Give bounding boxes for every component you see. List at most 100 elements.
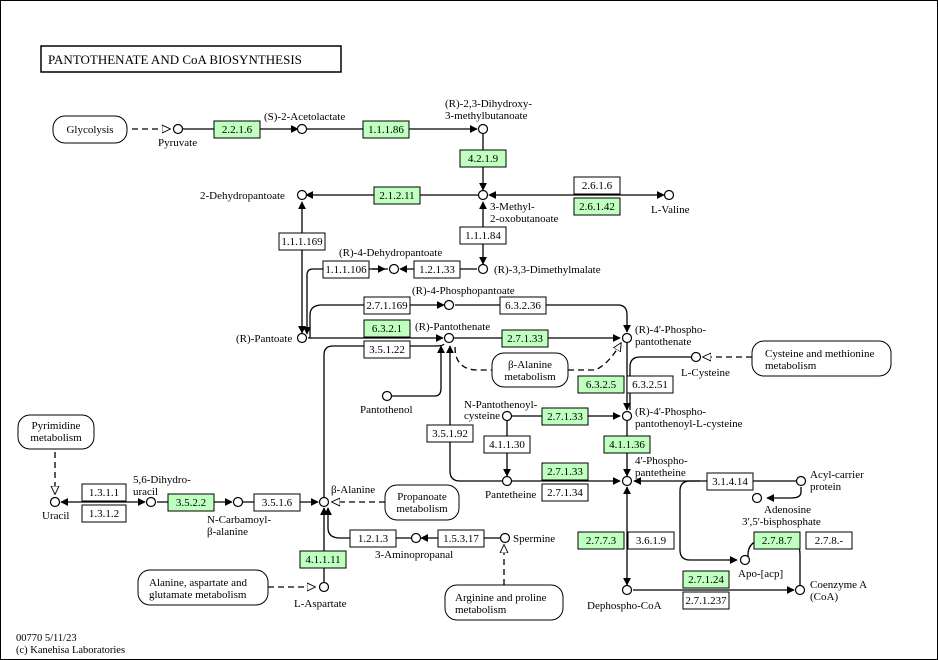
enzyme-3-6-1-9[interactable]: 3.6.1.9 [627, 531, 675, 550]
compound-pantoate[interactable]: (R)-Pantoate [236, 333, 292, 345]
compound-dehydropantoate[interactable]: 2-Dehydropantoate [200, 190, 285, 202]
svg-text:3.5.1.22: 3.5.1.22 [369, 344, 405, 356]
svg-text:glutamate metabolism: glutamate metabolism [149, 589, 247, 601]
enzyme-1-2-1-33[interactable]: 1.2.1.33 [413, 260, 461, 279]
compound-r4-phosphopantoate[interactable]: (R)-4-Phosphopantoate [412, 285, 515, 297]
compound-dimethylmalate[interactable]: (R)-3,3-Dimethylmalate [494, 264, 601, 276]
compound-acyl-carrier-protein[interactable]: Acyl-carrier [810, 469, 864, 481]
enzyme-1-1-1-86[interactable]: 1.1.1.86 [362, 120, 410, 139]
svg-text:Arginine and proline: Arginine and proline [455, 592, 547, 604]
compound-aminopropanal[interactable]: 3-Aminopropanal [375, 549, 453, 561]
enzyme-3-5-2-2[interactable]: 3.5.2.2 [167, 493, 215, 512]
compound-dihydrouracil[interactable]: 5,6-Dihydro- [133, 474, 191, 486]
compound-beta-alanine[interactable]: β-Alanine [331, 484, 375, 496]
enzyme-2-6-1-42[interactable]: 2.6.1.42 [573, 197, 621, 216]
compound-pantothenol[interactable]: Pantothenol [360, 404, 413, 416]
svg-text:1.3.1.1: 1.3.1.1 [89, 487, 119, 499]
enzyme-2-7-1-237[interactable]: 2.7.1.237 [682, 591, 730, 610]
svg-text:1.3.1.2: 1.3.1.2 [89, 508, 119, 520]
enzyme-4-1-1-11[interactable]: 4.1.1.11 [299, 550, 347, 569]
svg-text:metabolism: metabolism [30, 432, 82, 444]
enzyme-2-7-1-33-c[interactable]: 2.7.1.33 [541, 462, 589, 481]
compound-pantetheine[interactable]: Pantetheine [485, 489, 536, 501]
enzyme-2-7-1-33-a[interactable]: 2.7.1.33 [501, 329, 549, 348]
svg-text:2.7.1.33: 2.7.1.33 [507, 333, 543, 345]
compound-phosphopantetheine[interactable]: 4'-Phospho- [635, 455, 688, 467]
svg-text:pantothenoyl-L-cysteine: pantothenoyl-L-cysteine [635, 418, 743, 430]
compound-carbamoyl-beta-alanine[interactable]: N-Carbamoyl- [207, 514, 271, 526]
compound-adenosine-bisphosphate[interactable]: Adenosine [764, 504, 811, 516]
enzyme-2-6-1-6[interactable]: 2.6.1.6 [573, 176, 621, 195]
compound-r4-dehydropantoate[interactable]: (R)-4-Dehydropantoate [339, 247, 442, 259]
compound-coenzyme-a[interactable]: Coenzyme A [810, 579, 867, 591]
svg-text:β-alanine: β-alanine [207, 526, 248, 538]
svg-text:2.7.1.237: 2.7.1.237 [685, 595, 727, 607]
compound-phosphopantothenoyl-cysteine[interactable]: (R)-4'-Phospho- [635, 406, 706, 418]
compound-oxobutanoate[interactable]: 3-Methyl- [490, 201, 535, 213]
pathway-glycolysis[interactable]: Glycolysis [52, 115, 128, 144]
enzyme-2-2-1-6[interactable]: 2.2.1.6 [213, 120, 261, 139]
svg-text:2.7.8.-: 2.7.8.- [815, 535, 844, 547]
compound-spermine[interactable]: Spermine [513, 533, 555, 545]
compound-phosphopantothenate[interactable]: (R)-4'-Phospho- [635, 324, 706, 336]
svg-text:2.2.1.6: 2.2.1.6 [222, 124, 253, 136]
compound-acetolactate[interactable]: (S)-2-Acetolactate [264, 111, 345, 123]
compound-apo-acp[interactable]: Apo-[acp] [738, 568, 783, 580]
enzyme-3-5-1-22[interactable]: 3.5.1.22 [363, 340, 411, 359]
enzyme-1-3-1-1[interactable]: 1.3.1.1 [81, 483, 127, 502]
enzyme-6-3-2-51[interactable]: 6.3.2.51 [626, 375, 674, 394]
svg-text:6.3.2.51: 6.3.2.51 [632, 379, 668, 391]
enzyme-2-7-8-dash[interactable]: 2.7.8.- [805, 531, 853, 550]
pathway-ala-asp-glu-metabolism[interactable]: Alanine, aspartate and glutamate metabol… [137, 569, 269, 606]
compound-n-pantothenoylcysteine[interactable]: N-Pantothenoyl- [464, 399, 538, 411]
svg-text:3.5.1.92: 3.5.1.92 [432, 428, 468, 440]
svg-text:6.3.2.1: 6.3.2.1 [372, 323, 402, 335]
compound-dephospho-coa[interactable]: Dephospho-CoA [587, 600, 662, 612]
compound-l-cysteine[interactable]: L-Cysteine [681, 367, 730, 379]
svg-text:Glycolysis: Glycolysis [66, 124, 113, 136]
enzyme-2-7-7-3[interactable]: 2.7.7.3 [577, 531, 625, 550]
svg-text:2.7.1.33: 2.7.1.33 [547, 411, 583, 423]
compound-dihydroxy-methylbutanoate[interactable]: (R)-2,3-Dihydroxy- [445, 98, 532, 110]
pathway-cysteine-methionine-metabolism[interactable]: Cysteine and methionine metabolism [751, 340, 892, 377]
enzyme-2-7-1-24[interactable]: 2.7.1.24 [682, 570, 730, 589]
enzyme-1-1-1-169-a[interactable]: 1.1.1.169 [278, 232, 326, 251]
enzyme-4-1-1-30[interactable]: 4.1.1.30 [483, 435, 531, 454]
enzyme-1-1-1-106[interactable]: 1.1.1.106 [322, 260, 370, 279]
svg-text:metabolism: metabolism [504, 371, 556, 383]
compound-pantothenate[interactable]: (R)-Pantothenate [415, 321, 490, 333]
svg-text:pantetheine: pantetheine [635, 467, 686, 479]
svg-text:4.1.1.36: 4.1.1.36 [609, 439, 645, 451]
enzyme-3-5-1-6[interactable]: 3.5.1.6 [253, 493, 301, 512]
pathway-propanoate-metabolism[interactable]: Propanoate metabolism [384, 484, 460, 521]
enzyme-6-3-2-36[interactable]: 6.3.2.36 [499, 296, 547, 315]
enzyme-1-5-3-17[interactable]: 1.5.3.17 [437, 529, 485, 548]
enzyme-4-1-1-36[interactable]: 4.1.1.36 [603, 435, 651, 454]
compound-l-valine[interactable]: L-Valine [651, 204, 690, 216]
enzyme-2-7-8-7[interactable]: 2.7.8.7 [753, 531, 801, 550]
compound-pyruvate[interactable]: Pyruvate [158, 137, 197, 149]
svg-text:uracil: uracil [133, 486, 158, 498]
svg-text:metabolism: metabolism [396, 503, 448, 515]
enzyme-2-7-1-34[interactable]: 2.7.1.34 [541, 483, 589, 502]
enzyme-2-7-1-169[interactable]: 2.7.1.169 [363, 296, 411, 315]
compound-l-aspartate[interactable]: L-Aspartate [294, 598, 347, 610]
enzyme-1-1-1-84[interactable]: 1.1.1.84 [459, 226, 507, 245]
svg-text:Alanine, aspartate and: Alanine, aspartate and [149, 577, 248, 589]
enzyme-3-1-4-14[interactable]: 3.1.4.14 [706, 472, 754, 491]
enzyme-4-2-1-9[interactable]: 4.2.1.9 [459, 149, 507, 168]
pathway-arg-pro-metabolism[interactable]: Arginine and proline metabolism [444, 584, 564, 621]
svg-text:2.6.1.42: 2.6.1.42 [579, 201, 615, 213]
enzyme-1-3-1-2[interactable]: 1.3.1.2 [81, 504, 127, 523]
enzyme-2-7-1-33-b[interactable]: 2.7.1.33 [541, 407, 589, 426]
enzyme-6-3-2-5[interactable]: 6.3.2.5 [577, 375, 625, 394]
enzyme-boxes: 2.2.1.6 1.1.1.86 4.2.1.9 2.1.2.11 2.6.1.… [81, 120, 853, 610]
enzyme-2-1-2-11[interactable]: 2.1.2.11 [373, 186, 421, 205]
compound-uracil[interactable]: Uracil [42, 510, 69, 522]
enzyme-6-3-2-1[interactable]: 6.3.2.1 [363, 319, 411, 338]
pathway-pyrimidine-metabolism[interactable]: Pyrimidine metabolism [17, 414, 95, 450]
enzyme-3-5-1-92[interactable]: 3.5.1.92 [426, 424, 474, 443]
enzyme-1-2-1-3[interactable]: 1.2.1.3 [349, 529, 397, 548]
pathway-beta-alanine-metabolism[interactable]: β-Alanine metabolism [491, 352, 569, 388]
